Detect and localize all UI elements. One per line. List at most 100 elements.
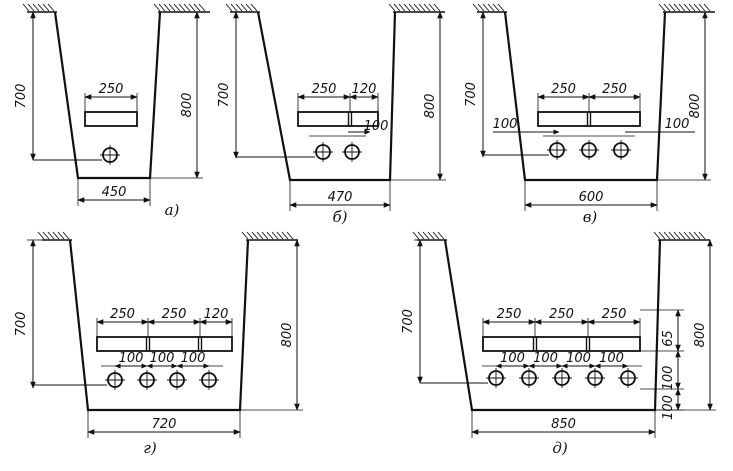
ground-hatch-stroke — [286, 231, 294, 240]
ground-hatch-stroke — [703, 3, 711, 12]
ground-hatch-stroke — [251, 231, 259, 240]
ground-hatch-stroke — [388, 3, 396, 12]
ground-hatch-stroke — [437, 231, 445, 240]
ground-surface-left — [412, 231, 447, 241]
trench-outline — [53, 11, 162, 180]
bottom-width-value: 850 — [551, 417, 576, 432]
side-dimension-value: 65 — [661, 330, 676, 347]
depth-left-value: 700 — [14, 84, 29, 109]
cable-pipe — [342, 142, 362, 162]
variant-label: б) — [332, 208, 347, 226]
depth-left-value: 700 — [464, 82, 479, 107]
slab-width-value: 250 — [549, 307, 574, 322]
cable-pipe — [199, 370, 219, 390]
slab-width-value: 250 — [602, 307, 627, 322]
ground-hatch-stroke — [673, 3, 681, 12]
cable-pipe — [313, 142, 333, 162]
bottom-width-value: 720 — [152, 417, 177, 432]
depth-right-value: 800 — [180, 93, 195, 118]
cable-pipe — [547, 140, 567, 160]
bottom-width-value: 600 — [579, 190, 604, 205]
pipe-spacing-value: 100 — [150, 351, 175, 366]
ground-surface-right — [241, 231, 298, 241]
slab-width-value: 120 — [204, 307, 229, 322]
ground-hatch-stroke — [403, 3, 411, 12]
pipe-spacing-value: 100 — [599, 351, 624, 366]
ground-hatch-stroke — [256, 231, 264, 240]
depth-right-value: 800 — [423, 94, 438, 119]
ground-hatch-stroke — [678, 3, 686, 12]
ground-hatch-stroke — [52, 231, 60, 240]
protective-slab — [84, 111, 138, 127]
slab-width-value: 250 — [312, 82, 337, 97]
ground-hatch-stroke — [168, 3, 176, 12]
slab-width-value: 250 — [99, 82, 124, 97]
ground-surface-left — [225, 3, 260, 13]
ground-hatch-stroke — [423, 3, 431, 12]
cable-pipe — [579, 140, 599, 160]
ground-hatch-stroke — [693, 231, 701, 240]
cable-pipe — [167, 370, 187, 390]
ground-hatch-stroke — [492, 3, 500, 12]
ground-hatch-stroke — [235, 3, 243, 12]
ground-hatch-stroke — [683, 231, 691, 240]
ground-hatch-stroke — [422, 231, 430, 240]
protective-slab — [537, 111, 641, 127]
ground-hatch-stroke — [698, 231, 706, 240]
ground-hatch-stroke — [417, 231, 425, 240]
ground-hatch-stroke — [47, 231, 55, 240]
ground-hatch-stroke — [482, 3, 490, 12]
ground-hatch-stroke — [153, 3, 161, 12]
cable-pipe — [486, 368, 506, 388]
depth-left-value: 700 — [401, 309, 416, 334]
trench-outline — [443, 239, 662, 412]
slab-width-value: 120 — [352, 82, 377, 97]
ground-hatch-stroke — [27, 3, 35, 12]
ground-hatch-stroke — [158, 3, 166, 12]
bottom-width-value: 450 — [102, 185, 127, 200]
slab-width-value: 250 — [162, 307, 187, 322]
ground-hatch-stroke — [683, 3, 691, 12]
ground-hatch-stroke — [418, 3, 426, 12]
slab-width-value: 250 — [110, 307, 135, 322]
ground-hatch-stroke — [427, 231, 435, 240]
slab-width-value: 250 — [551, 82, 576, 97]
ground-hatch-stroke — [22, 3, 30, 12]
ground-hatch-stroke — [240, 3, 248, 12]
ground-hatch-stroke — [398, 3, 406, 12]
ground-surface-right — [153, 3, 210, 13]
ground-hatch-stroke — [281, 231, 289, 240]
pipe-spacing-value: 100 — [566, 351, 591, 366]
protective-slab — [482, 336, 641, 352]
ground-hatch-stroke — [413, 3, 421, 12]
ground-hatch-stroke — [658, 231, 666, 240]
ground-hatch-stroke — [668, 231, 676, 240]
ground-hatch-stroke — [663, 3, 671, 12]
cable-pipe — [519, 368, 539, 388]
depth-left-value: 700 — [217, 83, 232, 108]
ground-hatch-stroke — [688, 231, 696, 240]
pipe-spacing-value: 100 — [533, 351, 558, 366]
trench-outline — [503, 11, 667, 182]
trench-outline — [256, 11, 397, 182]
ground-hatch-stroke — [428, 3, 436, 12]
ground-hatch-stroke — [497, 3, 505, 12]
protective-slab — [96, 336, 233, 352]
pipe-spacing-value: 100 — [500, 351, 525, 366]
slab-width-value: 250 — [497, 307, 522, 322]
slab-width-value: 250 — [602, 82, 627, 97]
ground-hatch-stroke — [276, 231, 284, 240]
cable-pipe — [105, 370, 125, 390]
ground-hatch-stroke — [62, 231, 70, 240]
cable-pipe — [585, 368, 605, 388]
ground-hatch-stroke — [225, 3, 233, 12]
ground-surface-left — [37, 231, 72, 241]
ground-hatch-stroke — [198, 3, 206, 12]
depth-right-value: 800 — [280, 323, 295, 348]
cable-pipe — [137, 370, 157, 390]
ground-surface-left — [22, 3, 57, 13]
